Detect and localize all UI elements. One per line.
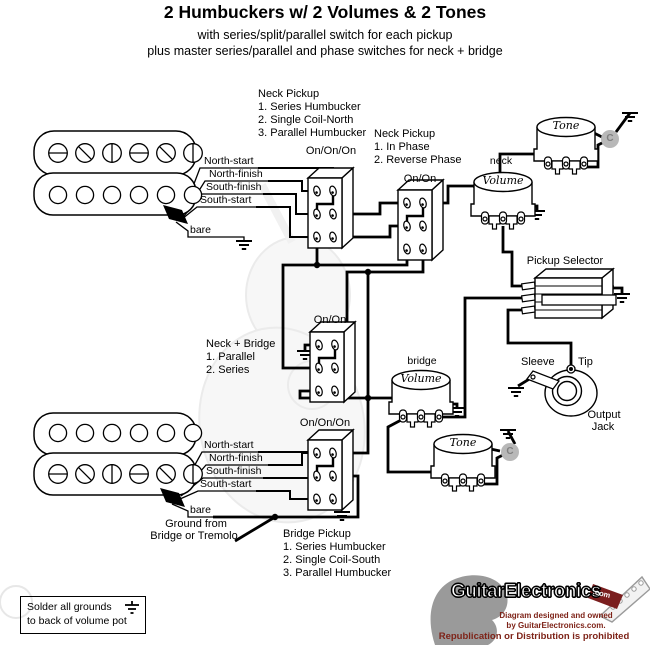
phase-switch-option-1: 1. In Phase	[374, 141, 430, 153]
bridge-wire-south-start: South-start	[200, 478, 252, 490]
selector-lever	[541, 294, 617, 306]
solder-ground-icon	[125, 601, 139, 614]
phase-switch	[398, 180, 443, 260]
sleeve-lug	[525, 370, 561, 390]
ground-note-line-1: Ground from	[165, 518, 227, 530]
solder-note-line-2: to back of volume pot	[27, 615, 127, 627]
neck-switch-option-3: 3. Parallel Humbucker	[258, 127, 367, 139]
bridge-wire-bare: bare	[190, 504, 212, 516]
bridge-volume-label: Volume	[400, 372, 442, 385]
neck-cap-label: C	[606, 133, 614, 144]
phase-switch-title: Neck Pickup	[374, 128, 436, 140]
bridge-lead-sheath	[160, 488, 185, 507]
output-jack	[525, 364, 598, 417]
jack-sleeve-label: Sleeve	[521, 356, 555, 368]
bridge-tone-capacitor	[501, 443, 519, 461]
neck-wire-north-start: North-start	[204, 155, 254, 167]
solder-note-box: Solder all grounds to back of volume pot	[20, 596, 146, 634]
bridge-volume-caption: bridge	[407, 355, 437, 367]
bridge-humbucker	[33, 412, 203, 507]
neck-switch-type: On/On/On	[305, 145, 357, 157]
neck-switch-option-2: 2. Single Coil-North	[258, 114, 354, 126]
logo-brand-text: GuitarElectronics	[450, 580, 602, 602]
neck-wire-south-start: South-start	[200, 194, 252, 206]
diagram-subtitle-1: with series/split/parallel switch for ea…	[197, 28, 453, 42]
phase-switch-type: On/On	[403, 173, 437, 185]
output-jack-label-1: Output	[587, 409, 621, 421]
master-switch-option-1: 1. Parallel	[206, 351, 255, 363]
logo-notice: Republication or Distribution is prohibi…	[438, 631, 630, 642]
logo-credit-1: Diagram designed and owned	[499, 611, 613, 620]
neck-wire-bare: bare	[190, 224, 212, 236]
master-series-parallel-switch	[310, 322, 355, 402]
master-switch-option-2: 2. Series	[206, 364, 250, 376]
pickup-selector-switch	[520, 267, 617, 320]
bridge-wire-north-finish: North-finish	[209, 452, 263, 464]
neck-volume-caption: neck	[489, 155, 513, 167]
bridge-switch-option-1: 1. Series Humbucker	[283, 541, 386, 553]
logo-guitar-headstock	[598, 575, 650, 623]
bridge-wire-north-start: North-start	[204, 439, 254, 451]
diagram-subtitle-2: plus master series/parallel and phase sw…	[147, 44, 503, 58]
neck-coil-switch	[308, 168, 353, 248]
phase-switch-option-2: 2. Reverse Phase	[374, 154, 462, 166]
bridge-cap-label: C	[506, 446, 514, 457]
neck-wire-south-finish: South-finish	[206, 181, 262, 193]
neck-tone-label: Tone	[552, 119, 580, 132]
neck-lead-sheath	[163, 205, 188, 224]
logo-art	[430, 575, 650, 645]
bridge-switch-option-2: 2. Single Coil-South	[283, 554, 381, 566]
output-jack-label-2: Jack	[591, 421, 615, 433]
pickup-selector-label: Pickup Selector	[526, 255, 604, 267]
neck-wire-north-finish: North-finish	[209, 168, 263, 180]
neck-switch-title: Neck Pickup	[258, 88, 320, 100]
bridge-switch-option-3: 3. Parallel Humbucker	[283, 567, 392, 579]
bridge-coil-switch	[308, 430, 353, 510]
logo-com-badge	[588, 584, 623, 609]
master-switch-title: Neck + Bridge	[206, 338, 276, 350]
bridge-switch-title: Bridge Pickup	[283, 528, 351, 540]
solder-note-line-1: Solder all grounds	[27, 601, 112, 613]
bridge-tone-label: Tone	[449, 436, 477, 449]
diagram-title: 2 Humbuckers w/ 2 Volumes & 2 Tones	[163, 2, 487, 22]
bridge-wire-south-finish: South-finish	[206, 465, 262, 477]
neck-humbucker	[33, 130, 203, 224]
ground-note-line-2: Bridge or Tremolo	[150, 530, 238, 542]
master-switch-type: On/On	[313, 314, 347, 326]
neck-switch-option-1: 1. Series Humbucker	[258, 101, 361, 113]
logo-face-silhouette	[430, 575, 508, 645]
bridge-switch-type: On/On/On	[299, 417, 351, 429]
neck-tone-capacitor	[601, 130, 619, 148]
logo-credit-2: by GuitarElectronics.com.	[506, 621, 606, 630]
neck-volume-label: Volume	[482, 174, 524, 187]
jack-tip-label: Tip	[578, 356, 593, 368]
